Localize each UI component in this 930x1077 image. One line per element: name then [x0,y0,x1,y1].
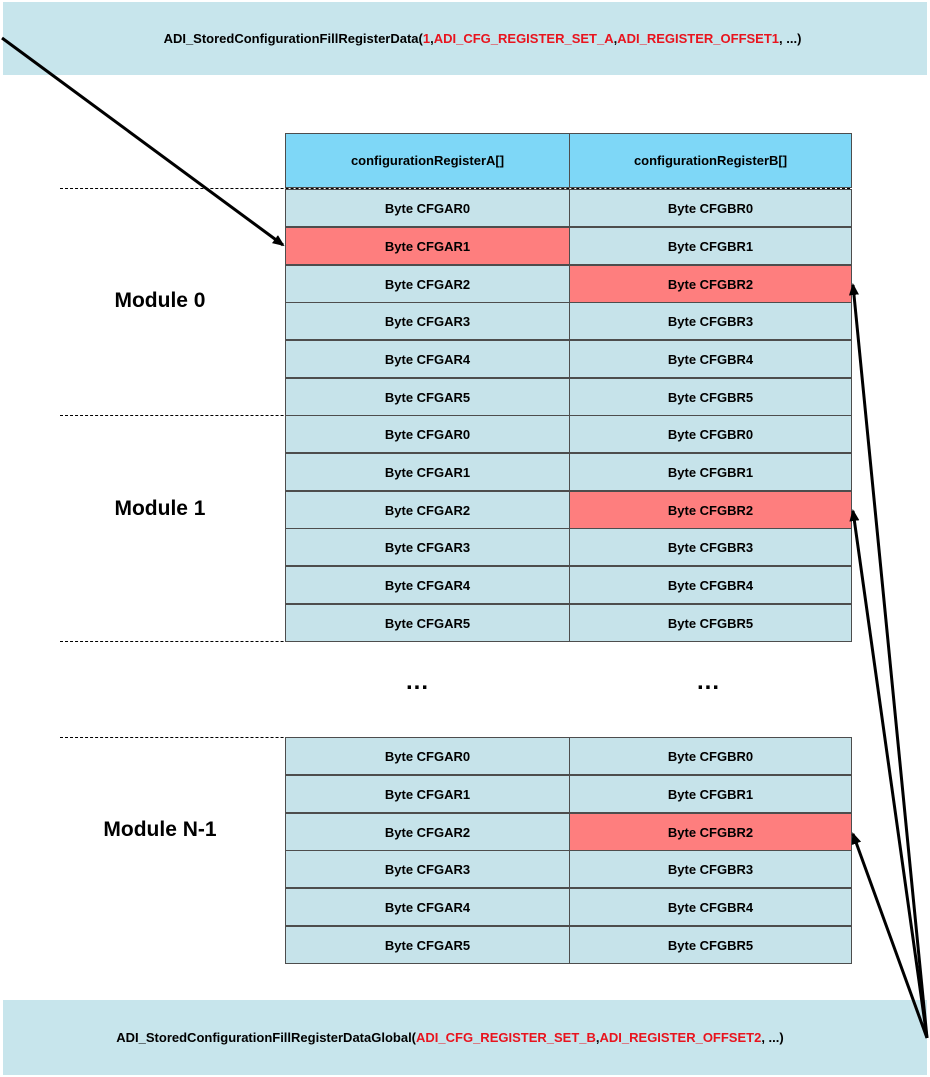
bottom-call-arg-offset: ADI_REGISTER_OFFSET2 [599,1030,762,1045]
top-call-arg-register-set: ADI_CFG_REGISTER_SET_A [433,31,614,46]
cell-mn-b-3: Byte CFGBR3 [569,850,852,888]
bottom-call-func: ADI_StoredConfigurationFillRegisterDataG… [116,1030,417,1045]
cell-m1-a-0: Byte CFGAR0 [285,415,570,453]
cell-m1-a-5: Byte CFGAR5 [285,604,570,642]
cell-m0-a-0: Byte CFGAR0 [285,189,570,227]
arrow-bottom-to-mn-cfgbr2 [851,832,929,1039]
top-function-call-banner: ADI_StoredConfigurationFillRegisterData(… [3,2,927,75]
cell-mn-a-3: Byte CFGAR3 [285,850,570,888]
cell-mn-b-1: Byte CFGBR1 [569,775,852,813]
top-call-rest: , ...) [779,31,802,46]
cell-mn-b-4: Byte CFGBR4 [569,888,852,926]
top-call-arg-module: 1 [422,31,431,46]
cell-m0-a-3: Byte CFGAR3 [285,302,570,340]
cell-m1-b-2-highlighted: Byte CFGBR2 [569,491,852,529]
cell-m1-b-0: Byte CFGBR0 [569,415,852,453]
column-header-register-b: configurationRegisterB[] [569,133,852,188]
cell-m1-a-1: Byte CFGAR1 [285,453,570,491]
top-call-sep2: , [613,31,618,46]
cell-mn-a-0: Byte CFGAR0 [285,737,570,775]
cell-m0-b-1: Byte CFGBR1 [569,227,852,265]
cell-mn-a-1: Byte CFGAR1 [285,775,570,813]
cell-mn-b-0: Byte CFGBR0 [569,737,852,775]
ellipsis-column-b: ... [697,668,721,695]
cell-m0-b-0: Byte CFGBR0 [569,189,852,227]
cell-mn-b-5: Byte CFGBR5 [569,926,852,964]
bottom-call-rest: , ...) [761,1030,784,1045]
cell-m0-a-5: Byte CFGAR5 [285,378,570,416]
cell-m0-a-2: Byte CFGAR2 [285,265,570,303]
cell-mn-a-5: Byte CFGAR5 [285,926,570,964]
cell-m1-b-4: Byte CFGBR4 [569,566,852,604]
cell-m1-b-3: Byte CFGBR3 [569,528,852,566]
module-label-n-1: Module N-1 [103,818,217,841]
bottom-call-sep1: , [595,1030,600,1045]
cell-m1-b-5: Byte CFGBR5 [569,604,852,642]
ellipsis-column-a: ... [406,668,430,695]
column-header-register-a: configurationRegisterA[] [285,133,570,188]
top-call-sep1: , [430,31,434,46]
module-label-1: Module 1 [114,497,206,520]
cell-m0-a-1-highlighted: Byte CFGAR1 [285,227,570,265]
cell-m0-b-2-highlighted: Byte CFGBR2 [569,265,852,303]
cell-m0-b-4: Byte CFGBR4 [569,340,852,378]
arrow-bottom-to-m1-cfgbr2 [849,509,929,1039]
cell-mn-a-2: Byte CFGAR2 [285,813,570,851]
bottom-function-call-banner: ADI_StoredConfigurationFillRegisterDataG… [3,1000,927,1075]
cell-m1-a-4: Byte CFGAR4 [285,566,570,604]
top-call-arg-offset: ADI_REGISTER_OFFSET1 [617,31,780,46]
cell-m0-b-3: Byte CFGBR3 [569,302,852,340]
arrow-top-to-cfgar1 [1,36,285,247]
cell-m1-a-3: Byte CFGAR3 [285,528,570,566]
arrow-bottom-to-m0-cfgbr2 [849,283,929,1039]
top-call-func: ADI_StoredConfigurationFillRegisterData( [163,31,423,46]
module-label-0: Module 0 [114,289,206,312]
bottom-call-arg-register-set: ADI_CFG_REGISTER_SET_B [416,1030,596,1045]
cell-mn-a-4: Byte CFGAR4 [285,888,570,926]
module-separator [60,188,850,189]
cell-m0-a-4: Byte CFGAR4 [285,340,570,378]
cell-m1-b-1: Byte CFGBR1 [569,453,852,491]
